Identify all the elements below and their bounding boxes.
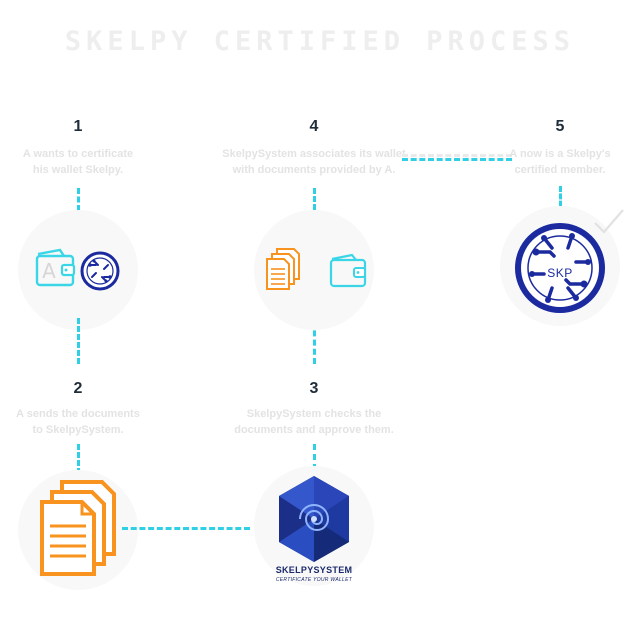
step-3-text-line1: SkelpySystem checks the [246,408,382,420]
step-1-description: A wants to certificate his wallet Skelpy… [0,146,163,178]
step-4-description: SkelpySystem associates its wallet with … [214,146,414,178]
connector-1-v-top [77,188,80,228]
wallet-letter: A [42,259,56,283]
step-5-text-line2: certified member. [514,164,606,176]
step-2-text-line1: A sends the documents [16,408,140,420]
skp-coin-large-icon [514,222,606,319]
step-4-number: 4 [309,118,319,135]
step-3-description: SkelpySystem checks the documents and ap… [229,406,399,438]
connector-3-v [313,444,316,470]
checkmark-icon [592,206,626,246]
skp-logo-text: SKP [547,266,573,280]
skp-coin-icon [80,251,120,296]
brand-tagline: CERTIFICATE YOUR WALLET [275,577,353,583]
step-4-text-line2: with documents provided by A. [232,164,396,176]
connector-4-v-top [313,188,316,218]
page-title: SKELPY CERTIFIED PROCESS [64,26,576,57]
skelpysystem-logo-icon [275,474,353,573]
step-3-number: 3 [309,380,319,397]
step-1-text-line2: his wallet Skelpy. [32,164,124,176]
step-1-number: 1 [73,118,83,135]
wallet-icon [34,248,76,288]
step-3-text-line2: documents and approve them. [234,424,394,436]
connector-3-4 [313,312,316,364]
step-5-number: 5 [555,118,565,135]
connector-2-v [77,444,80,474]
connector-5-v [559,186,562,214]
step-5-text-line1: A now is a Skelpy's [509,148,611,160]
wallet-small-icon [328,253,368,294]
connector-4-5 [402,158,512,161]
brand-name: SKELPYSYSTEM [275,565,353,575]
connector-1-2 [77,318,80,364]
step-2-description: A sends the documents to SkelpySystem. [0,406,163,438]
connector-2-3 [122,527,250,530]
connector-4-5-faint [402,154,512,157]
documents-icon [38,480,118,583]
documents-small-icon [266,248,300,295]
step-1-text-line1: A wants to certificate [22,148,134,160]
step-4-text-line1: SkelpySystem associates its wallet [222,148,406,160]
step-2-text-line2: to SkelpySystem. [32,424,124,436]
step-2-number: 2 [73,380,83,397]
step-5-description: A now is a Skelpy's certified member. [485,146,635,178]
